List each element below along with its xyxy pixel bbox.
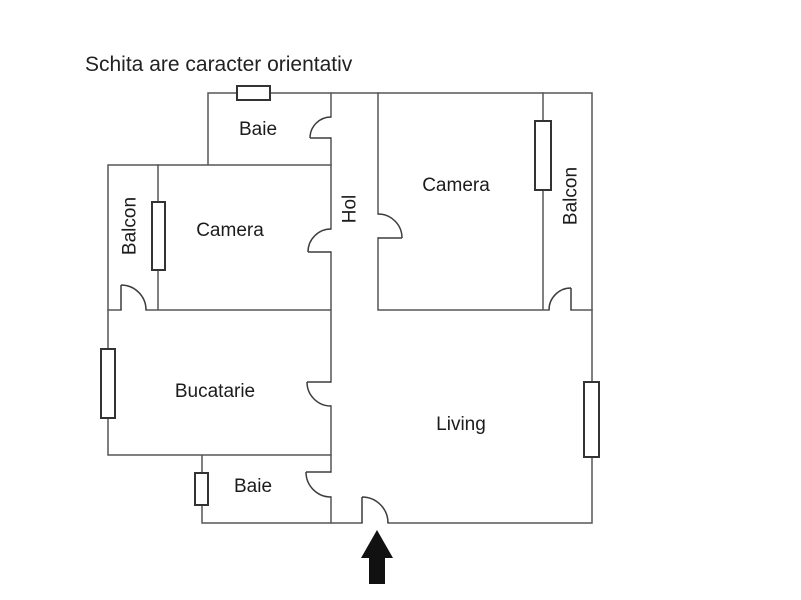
walls [107, 92, 593, 524]
room-labels: Baie Balcon Camera Hol Camera Balcon Buc… [120, 119, 582, 497]
door-symbol-bucatarie [306, 381, 332, 407]
window-symbol-baie-bottom [194, 472, 209, 506]
room-label-camera-right: Camera [422, 175, 490, 196]
doors [120, 116, 572, 524]
room-label-baie-bottom: Baie [234, 476, 272, 497]
door-symbol-baie-bottom [305, 471, 332, 498]
door-symbol-balcon-right [548, 287, 572, 311]
door-symbol-baie-top [309, 116, 332, 139]
window-symbol-bucatarie [100, 348, 116, 419]
room-label-balcon-left: Balcon [120, 197, 141, 255]
window-symbol-baie-top [236, 85, 271, 101]
room-label-balcon-right: Balcon [561, 167, 582, 225]
outer-walls [107, 92, 593, 524]
room-label-bucatarie: Bucatarie [175, 381, 255, 402]
window-symbol-living [583, 381, 600, 458]
entrance-arrow-icon [361, 530, 393, 584]
window-symbol-camera-right [534, 120, 552, 191]
room-label-baie-top: Baie [239, 119, 277, 140]
door-symbol-balcon-left [120, 284, 147, 311]
interior-walls [107, 92, 593, 524]
door-symbol-entrance [361, 496, 389, 524]
window-symbol-camera-left [151, 201, 166, 271]
room-label-camera-left: Camera [196, 220, 264, 241]
room-label-living: Living [436, 414, 486, 435]
door-symbol-camera-left [307, 228, 332, 253]
windows [100, 85, 600, 506]
room-label-hol: Hol [340, 195, 361, 224]
door-symbol-camera-right [377, 213, 403, 239]
disclaimer-title: Schita are caracter orientativ [85, 53, 353, 76]
